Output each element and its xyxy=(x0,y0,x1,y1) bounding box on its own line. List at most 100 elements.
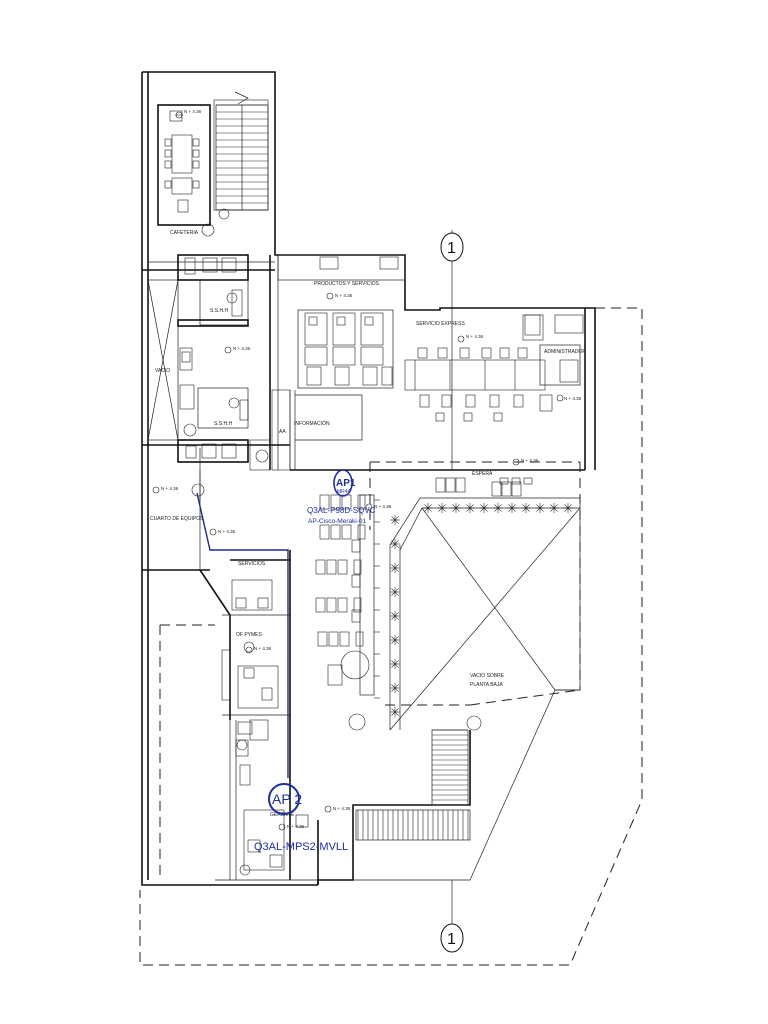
chair xyxy=(463,412,473,422)
planter-spike xyxy=(391,543,396,548)
chair xyxy=(364,316,374,326)
room-label-administrador: ADMINISTRADOR xyxy=(544,349,586,355)
planter-spike xyxy=(394,567,399,572)
axis-markers: 1 1 xyxy=(440,230,464,953)
planter-spike xyxy=(480,504,485,509)
planter-spike xyxy=(391,519,396,524)
planter-spike xyxy=(455,504,460,509)
chair xyxy=(441,394,452,408)
planter-spike xyxy=(469,507,474,512)
chair xyxy=(459,347,470,359)
room-label-servicios: SERVICIOS xyxy=(238,561,266,567)
planter-spike xyxy=(394,540,399,545)
seat xyxy=(319,524,330,540)
level-marker: N + 4.36 xyxy=(254,646,272,651)
network-cable xyxy=(196,492,289,778)
ap2-circle xyxy=(268,783,300,815)
level-marker-icon xyxy=(512,458,520,466)
planter-spike xyxy=(441,504,446,509)
room-label-informacion: INFORMACIÓN xyxy=(294,420,330,427)
planter-spike xyxy=(567,507,572,512)
stairs-top xyxy=(215,91,269,211)
planter-spike xyxy=(553,507,558,512)
planter-spike xyxy=(391,708,396,713)
planter-spike xyxy=(391,588,396,593)
planter-spike xyxy=(550,507,555,512)
level-marker: N + 4.36 xyxy=(466,334,484,339)
chair xyxy=(435,477,446,493)
planter-spike xyxy=(553,504,558,509)
chair xyxy=(417,347,428,359)
access-point-2[interactable]: AP 2 Q3AL-MPS2-MVLL xyxy=(254,783,348,853)
level-marker: N + 4.36 xyxy=(233,346,251,351)
planter-spike xyxy=(483,504,488,509)
planter-spike xyxy=(391,591,396,596)
chair xyxy=(513,394,524,408)
planter-spike xyxy=(539,507,544,512)
informacion-area xyxy=(271,389,363,471)
planter-spike xyxy=(522,507,527,512)
access-point-1[interactable]: AP1 MR44 Q3AL-P98D-SQVC AP-Cisco-Meraki-… xyxy=(307,469,376,525)
planter-spike xyxy=(394,615,399,620)
room-label-of-pymes: OF PYMES xyxy=(236,632,263,638)
chair xyxy=(362,366,378,386)
planter-spike xyxy=(522,504,527,509)
room-label-aa: AA xyxy=(279,429,286,435)
ap1-tag: AP1 xyxy=(336,478,356,489)
planter-spike xyxy=(391,615,396,620)
planter-spike xyxy=(508,504,513,509)
planter-spike xyxy=(480,507,485,512)
ap1-model: Q3AL-P98D-SQVC xyxy=(307,506,376,515)
planter-spike xyxy=(564,507,569,512)
axis-marker-top xyxy=(440,232,464,262)
desk xyxy=(360,312,384,346)
planter-spike xyxy=(391,636,396,641)
seat xyxy=(319,494,330,510)
chair xyxy=(501,481,512,497)
planter-spike xyxy=(427,504,432,509)
seat xyxy=(337,597,348,613)
chair-back xyxy=(499,477,509,485)
seat xyxy=(326,597,337,613)
chair xyxy=(381,366,393,386)
planter-spike xyxy=(391,516,396,521)
chair xyxy=(517,347,528,359)
planter-spike xyxy=(394,708,399,713)
seat-side xyxy=(353,559,362,575)
level-marker: N + 4.36 xyxy=(521,458,539,463)
level-marker-icon xyxy=(457,335,465,343)
level-marker-icon xyxy=(152,486,160,494)
chair xyxy=(437,347,448,359)
planter-spike xyxy=(497,504,502,509)
chair xyxy=(336,316,346,326)
level-marker: N + 4.36 xyxy=(218,529,236,534)
level-marker-icon xyxy=(175,111,183,119)
planter-spike xyxy=(394,591,399,596)
axis-marker-bottom-label: 1 xyxy=(447,931,456,948)
level-marker: N + 4.36 xyxy=(287,824,305,829)
room-label-sshh-2: S.S.H.H xyxy=(214,421,232,427)
level-marker-icon xyxy=(326,292,334,300)
planter-spike xyxy=(424,507,429,512)
planter-spike xyxy=(494,507,499,512)
planter-spike xyxy=(394,516,399,521)
chair xyxy=(493,412,503,422)
planter-spike xyxy=(452,507,457,512)
chair xyxy=(435,412,445,422)
servicio-express-furniture xyxy=(404,314,584,422)
level-marker: N + 4.36 xyxy=(564,396,582,401)
planter-spike xyxy=(455,507,460,512)
planter-spike xyxy=(536,504,541,509)
room-label-espera: ESPERA xyxy=(472,471,493,477)
planter-spike xyxy=(394,663,399,668)
planter-spike xyxy=(394,543,399,548)
seat xyxy=(341,524,352,540)
seat xyxy=(315,559,326,575)
planter-spike xyxy=(394,612,399,617)
planter-spike xyxy=(511,504,516,509)
void-area xyxy=(353,497,581,881)
planter-spike xyxy=(394,639,399,644)
planter-spike xyxy=(394,564,399,569)
planter-spike xyxy=(508,507,513,512)
